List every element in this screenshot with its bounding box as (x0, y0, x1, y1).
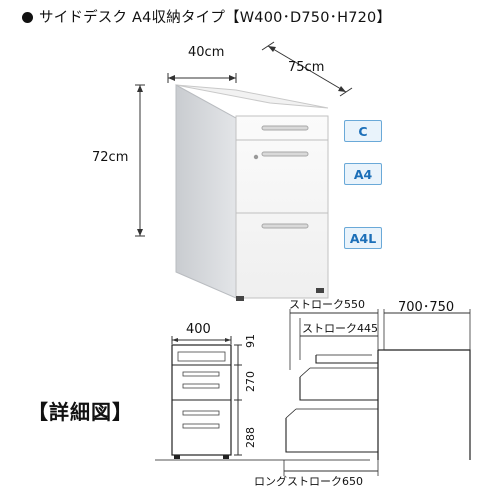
width-dimension-label: 40cm (188, 45, 225, 60)
detail-height-91: 91 (244, 334, 257, 348)
drawer-handle-a4 (261, 151, 309, 157)
desk-depth-label: 700･750 (398, 300, 455, 315)
stroke-550-label: ストローク550 (289, 298, 365, 311)
detail-width-label: 400 (186, 322, 211, 337)
page-title: サイドデスク A4収納タイプ【W400･D750･H720】 (22, 6, 391, 27)
detail-height-288: 288 (244, 427, 257, 448)
depth-dimension-label: 75cm (288, 60, 325, 75)
drawer-handle-c (261, 125, 309, 131)
desk-side-panel (175, 84, 237, 299)
detail-label: 【詳細図】 (28, 400, 133, 424)
drawer-badge-a4: A4 (344, 163, 382, 185)
desk-top-surface (175, 84, 329, 109)
detail-height-270: 270 (244, 371, 257, 392)
detail-drawer-a4 (299, 377, 378, 401)
drawer-badge-c: C (344, 120, 382, 142)
desk-front-panel (235, 115, 329, 299)
lock-key-icon (253, 154, 259, 160)
long-stroke-label: ロングストローク650 (254, 475, 363, 488)
drawer-handle-a4l (261, 223, 309, 229)
bullet-icon (22, 12, 33, 23)
drawer-badge-a4l: A4L (344, 227, 382, 249)
detail-drawer-a4l (285, 418, 378, 453)
title-text: サイドデスク A4収納タイプ【W400･D750･H720】 (39, 10, 392, 26)
height-dimension-label: 72cm (92, 150, 129, 165)
detail-drawer-c (315, 355, 378, 364)
stroke-445-label: ストローク445 (302, 322, 378, 335)
